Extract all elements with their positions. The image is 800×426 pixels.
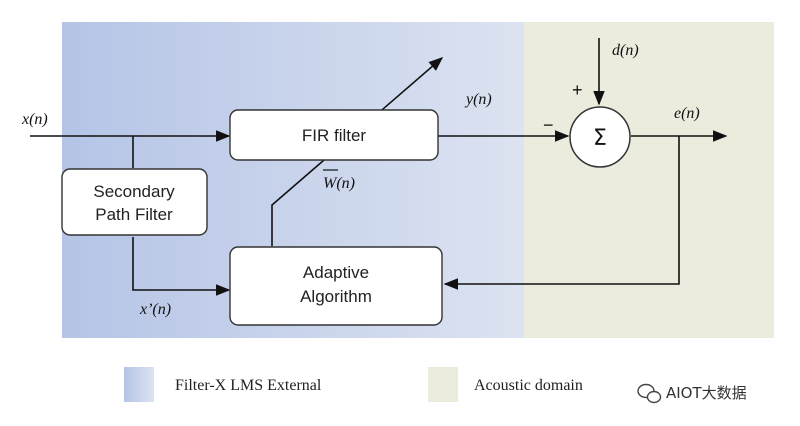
legend-swatch-filter-x bbox=[124, 367, 154, 402]
watermark-text: AIOT大数据 bbox=[666, 384, 747, 402]
weight-update-line bbox=[271, 57, 444, 246]
adaptive-label-line2: Algorithm bbox=[300, 287, 372, 306]
fir-filter-label: FIR filter bbox=[302, 126, 367, 145]
summer-node bbox=[569, 106, 631, 168]
x-n-label: x(n) bbox=[21, 111, 48, 128]
adaptive-label-line1: Adaptive bbox=[303, 263, 369, 282]
d-n-label: d(n) bbox=[612, 42, 639, 59]
x-prime-n-label: x’(n) bbox=[139, 301, 171, 318]
legend-label-filter-x: Filter-X LMS External bbox=[175, 377, 322, 394]
secondary-path-label-line1: Secondary bbox=[93, 182, 175, 201]
minus-sign: − bbox=[543, 115, 554, 135]
secondary-path-block bbox=[61, 168, 208, 236]
e-n-label: e(n) bbox=[674, 105, 700, 122]
w-n-label: W(n) bbox=[323, 175, 355, 192]
secondary-path-label-line2: Path Filter bbox=[95, 205, 173, 224]
acoustic-domain-region bbox=[524, 22, 774, 338]
xprime-to-adaptive-line bbox=[132, 237, 231, 296]
adaptive-algorithm-block bbox=[229, 246, 443, 326]
wechat-icon bbox=[637, 383, 662, 404]
y-n-label: y(n) bbox=[464, 91, 492, 108]
legend-swatch-acoustic bbox=[428, 367, 458, 402]
e-feedback-line bbox=[443, 136, 680, 290]
legend-label-acoustic: Acoustic domain bbox=[474, 377, 583, 394]
plus-sign: + bbox=[572, 80, 583, 100]
fir-filter-block bbox=[229, 109, 439, 161]
summer-symbol: Σ bbox=[593, 126, 607, 151]
